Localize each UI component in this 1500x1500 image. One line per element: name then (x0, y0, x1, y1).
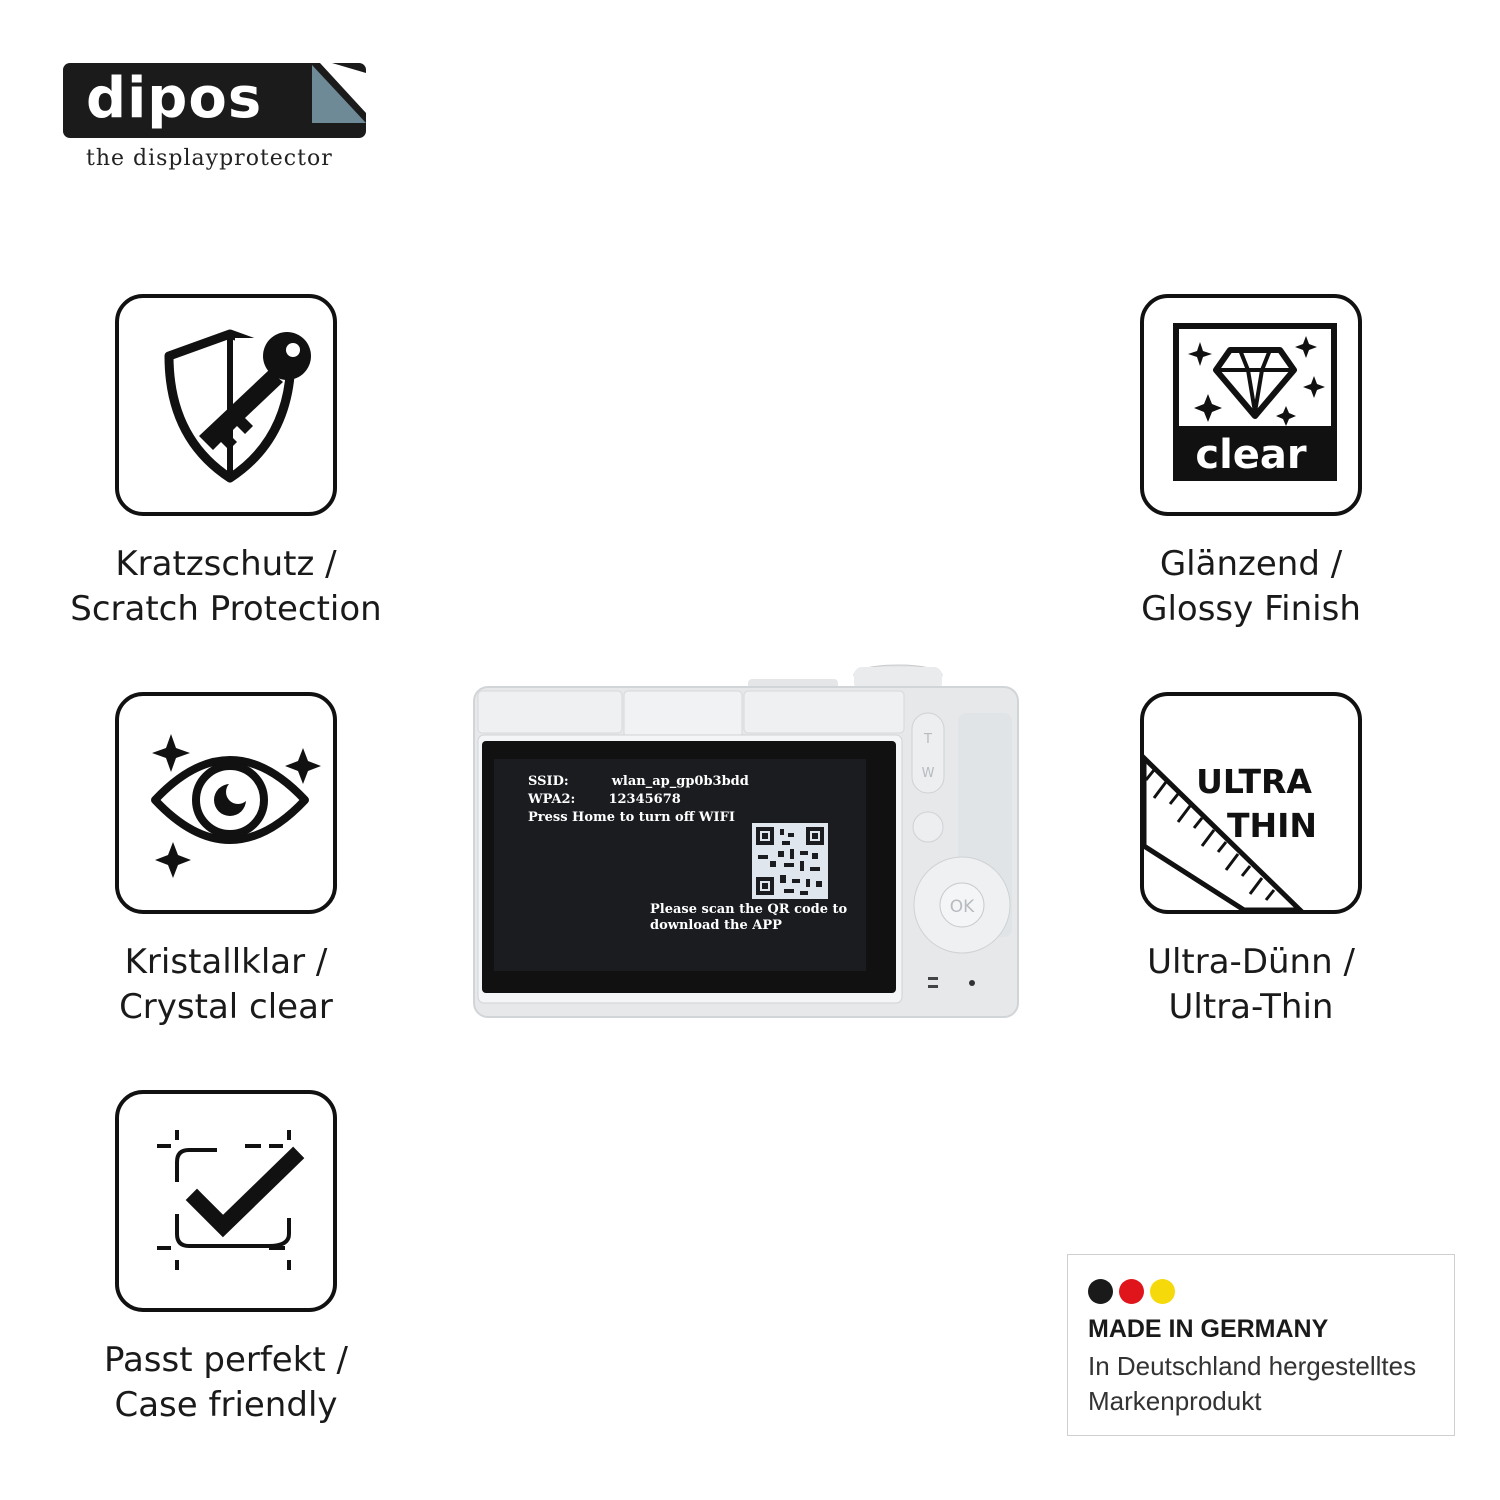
crystal-clear-badge (115, 692, 337, 914)
flag-dot-gold (1150, 1279, 1175, 1304)
svg-text:W: W (922, 766, 935, 781)
wpa-label: WPA2: (528, 792, 576, 807)
feature-caption-case: Passt perfekt / Case friendly (26, 1338, 426, 1428)
subtitle-line: In Deutschland hergestelltes (1088, 1351, 1417, 1381)
camera-product-image: OK T W SSID: wlan_ap_gp0b3bdd WPA2: 1234… (472, 655, 1020, 1025)
ok-label: OK (950, 897, 975, 917)
ruler-icon (1144, 754, 1304, 910)
made-in-germany-badge: MADE IN GERMANY In Deutschland hergestel… (1067, 1254, 1455, 1436)
flag-dot-red (1119, 1279, 1144, 1304)
feature-caption-scratch: Kratzschutz / Scratch Protection (26, 542, 426, 632)
ultra-thin-badge: ULTRA THIN (1140, 692, 1362, 914)
caption-line: Case friendly (114, 1385, 338, 1425)
badge-line: THIN (1226, 806, 1318, 845)
scratch-protection-badge (115, 294, 337, 516)
feature-caption-thin: Ultra-Dünn / Ultra-Thin (1051, 940, 1451, 1030)
clear-badge-text: clear (1195, 432, 1307, 478)
feature-caption-crystal: Kristallklar / Crystal clear (26, 940, 426, 1030)
screen-wpa-row: WPA2: 12345678 (528, 791, 681, 809)
screen-scan-line: Please scan the QR code to (650, 902, 848, 917)
caption-line: Passt perfekt / (103, 1340, 349, 1380)
wpa-value: 12345678 (608, 792, 681, 807)
made-in-germany-subtitle: In Deutschland hergestelltes Markenprodu… (1088, 1349, 1416, 1419)
brand-name: dipos (86, 66, 263, 131)
caption-line: Crystal clear (119, 987, 333, 1027)
caption-line: Glossy Finish (1141, 589, 1361, 629)
caption-line: Scratch Protection (70, 589, 382, 629)
caption-line: Ultra-Dünn / (1147, 942, 1355, 982)
caption-line: Kratzschutz / (115, 544, 337, 584)
ssid-label: SSID: (528, 774, 569, 789)
screen-hint: Press Home to turn off WIFI (528, 810, 735, 825)
glossy-finish-badge: clear (1140, 294, 1362, 516)
badge-line: ULTRA (1196, 762, 1312, 801)
svg-text:T: T (923, 732, 932, 747)
caption-line: Glänzend / (1159, 544, 1343, 584)
diamond-clear-icon (1173, 323, 1337, 481)
camera-body: OK T W (473, 664, 1019, 1018)
made-in-germany-title: MADE IN GERMANY (1088, 1315, 1329, 1343)
brand-tagline: the displayprotector (86, 146, 333, 171)
brand-mark-icon (312, 63, 366, 131)
screen-ssid-row: SSID: wlan_ap_gp0b3bdd (528, 773, 749, 791)
fit-check-icon (157, 1130, 305, 1270)
caption-line: Kristallklar / (124, 942, 328, 982)
ultra-thin-text: ULTRA THIN (1184, 760, 1324, 848)
ssid-value: wlan_ap_gp0b3bdd (611, 774, 749, 789)
shield-key-icon (164, 329, 311, 483)
flag-dot-black (1088, 1279, 1113, 1304)
case-friendly-badge (115, 1090, 337, 1312)
caption-line: Ultra-Thin (1168, 987, 1334, 1027)
feature-caption-glossy: Glänzend / Glossy Finish (1051, 542, 1451, 632)
subtitle-line: Markenprodukt (1088, 1386, 1262, 1416)
screen-scan-line: download the APP (650, 918, 782, 933)
eye-icon (151, 734, 321, 878)
